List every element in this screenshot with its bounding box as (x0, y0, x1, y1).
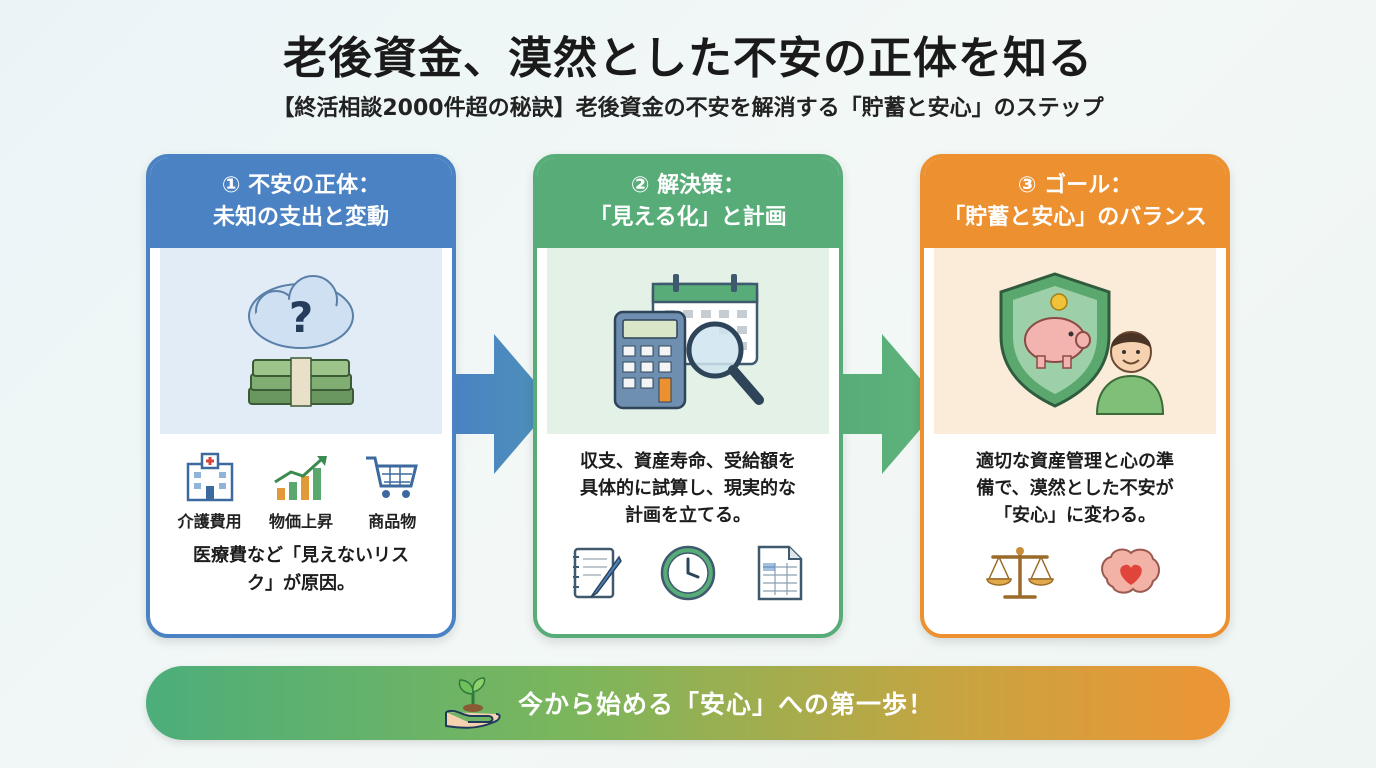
first-step-label: 今から始める「安心」への第一歩！ (517, 690, 934, 719)
step-card-2: ② 解決策： 「見える化」と計画 (533, 154, 843, 638)
calculator-icon (613, 310, 687, 410)
spreadsheet-icon (758, 545, 803, 601)
step-2-text-line1: 収支、資産寿命、受給額を (580, 451, 796, 472)
arrow-right-icon (452, 334, 554, 474)
step-1-heading-line2: 未知の支出と変動 (212, 205, 389, 230)
step-3-heading-line1: ③ ゴール： (1017, 173, 1133, 198)
step-2-description: 収支、資産寿命、受給額を 具体的に試算し、現実的な 計画を立てる。 (551, 448, 825, 529)
step-3-text-line2: 備で、漠然とした不安が (976, 478, 1174, 499)
step-2-text-line2: 具体的に試算し、現実的な (580, 478, 796, 499)
step-2-text-line3: 計画を立てる。 (625, 505, 751, 526)
sprout-hand-icon (444, 677, 501, 729)
step-3-heading-line2: 「貯蓄と安心」のバランス (943, 205, 1207, 230)
price-rise-label: 物価上昇 (268, 512, 333, 531)
money-stack-icon (248, 357, 354, 407)
step-1-text-line2: ク」が原因。 (247, 573, 355, 594)
hospital-icon (186, 452, 233, 502)
step-2-tools (551, 543, 825, 603)
step-3-text-line3: 「安心」に変わる。 (994, 505, 1156, 526)
step-card-1: ① 不安の正体： 未知の支出と変動 ? (146, 154, 456, 638)
page-subtitle: 【終活相談2000件超の秘訣】老後資金の不安を解消する「貯蓄と安心」のステップ (272, 96, 1104, 121)
step-1-heading: ① 不安の正体： 未知の支出と変動 (150, 158, 452, 248)
balance-scale-icon (986, 547, 1054, 599)
magnifier-icon (686, 321, 764, 405)
svg-text:?: ? (289, 293, 313, 342)
shopping-cart-icon (366, 456, 419, 498)
step-2-heading-line1: ② 解決策： (630, 173, 746, 198)
step-1-text-line1: 医療費など「見えないリス (193, 545, 409, 566)
step-2-illustration (547, 248, 829, 434)
step-3-heading: ③ ゴール： 「貯蓄と安心」のバランス (924, 158, 1226, 248)
shield-piggy-bank-icon (999, 272, 1111, 408)
care-cost-item: 介護費用 (165, 452, 255, 532)
step-1-description: 医療費など「見えないリス ク」が原因。 (164, 542, 438, 598)
step-2-heading-line2: 「見える化」と計画 (589, 205, 787, 230)
notebook-pen-icon (572, 547, 622, 599)
step-3-text-line1: 適切な資産管理と心の準 (976, 451, 1174, 472)
price-rise-item: 物価上昇 (256, 452, 346, 532)
smiling-person-icon (1095, 331, 1165, 415)
question-cloud-icon: ? (248, 275, 354, 349)
goods-item: 商品物 (347, 452, 437, 532)
step-3-tools (938, 543, 1212, 603)
step-1-heading-line1: ① 不安の正体： (221, 173, 381, 198)
goods-label: 商品物 (368, 512, 417, 531)
care-cost-label: 介護費用 (177, 512, 242, 531)
page-title: 老後資金、漠然とした不安の正体を知る (283, 33, 1093, 84)
step-3-description: 適切な資産管理と心の準 備で、漠然とした不安が 「安心」に変わる。 (938, 448, 1212, 529)
step-card-3: ③ ゴール： 「貯蓄と安心」のバランス (920, 154, 1230, 638)
clock-icon (660, 545, 716, 601)
arrow-right-icon (840, 334, 942, 474)
step-2-heading: ② 解決策： 「見える化」と計画 (537, 158, 839, 248)
step-1-illustration: ? (160, 248, 442, 434)
brain-heart-icon (1101, 548, 1160, 594)
rising-chart-icon (274, 456, 327, 500)
step-3-illustration (934, 248, 1216, 434)
first-step-banner: 今から始める「安心」への第一歩！ (146, 666, 1230, 740)
